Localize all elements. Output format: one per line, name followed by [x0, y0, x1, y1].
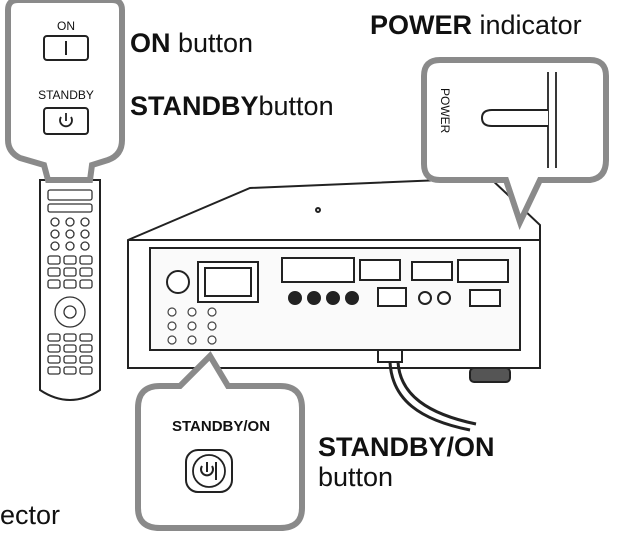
on-button-callout-bold: ON: [130, 28, 171, 58]
standby-on-callout-line2: button: [318, 462, 393, 492]
remote-on-label: ON: [40, 19, 92, 33]
power-indicator-callout: POWER indicator: [370, 10, 582, 40]
power-label-vertical: POWER: [438, 88, 452, 133]
standby-on-callout-line1: STANDBY/ON: [318, 432, 495, 462]
power-indicator-callout-bold: POWER: [370, 10, 472, 40]
power-indicator-callout-rest: indicator: [472, 10, 582, 40]
power-led-shape: [482, 110, 548, 126]
standby-button-callout-bold: STANDBY: [130, 91, 259, 121]
on-button-callout: ON button: [130, 28, 253, 58]
standby-on-callout-frame: [138, 356, 302, 528]
remote-control: [40, 180, 100, 400]
standby-on-button-callout: STANDBY/ON button: [318, 432, 495, 492]
remote-standby-label: STANDBY: [28, 88, 104, 102]
on-button-callout-rest: button: [171, 28, 254, 58]
standby-button-callout-rest: button: [259, 91, 334, 121]
standby-button-callout: STANDBYbutton: [130, 91, 334, 121]
cut-off-text: ector: [0, 500, 60, 530]
standby-on-panel-label: STANDBY/ON: [146, 418, 296, 435]
